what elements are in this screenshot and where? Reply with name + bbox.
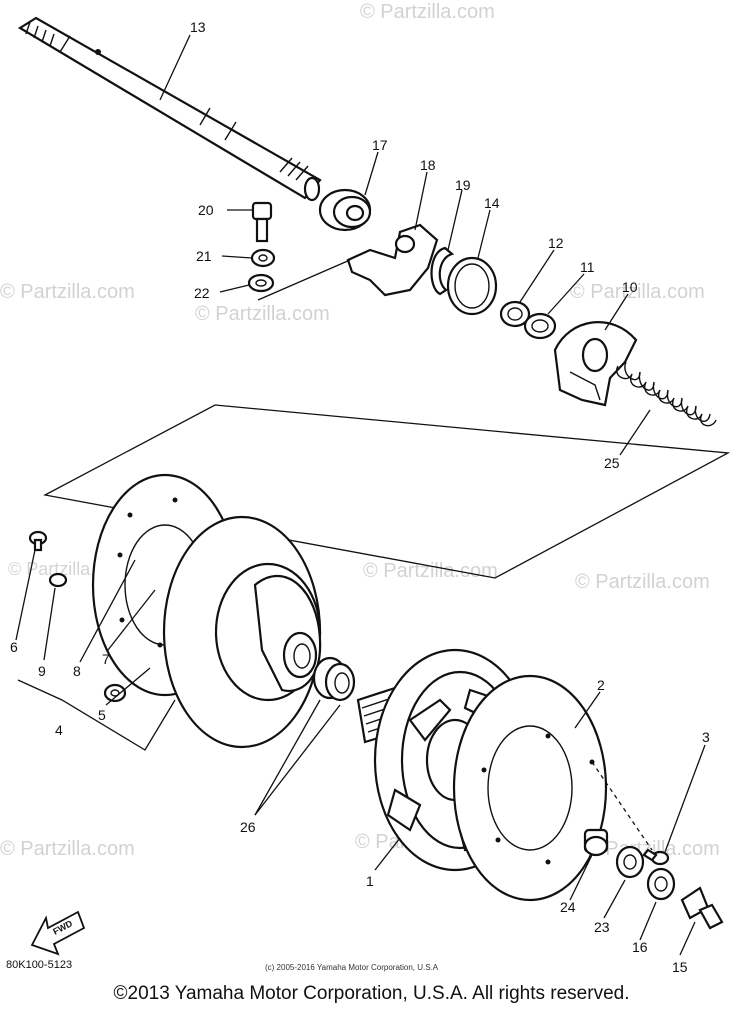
part-7-sheave — [162, 515, 322, 749]
label-17: 17 — [372, 137, 388, 153]
part-2-disc — [452, 674, 608, 902]
label-20: 20 — [198, 202, 214, 218]
part-21-washer — [250, 248, 276, 268]
label-7: 7 — [102, 651, 110, 667]
label-22: 22 — [194, 285, 210, 301]
label-6: 6 — [10, 639, 18, 655]
part-15-bolt — [680, 886, 724, 930]
leader-line — [257, 259, 351, 301]
watermark-text: © Partzilla.com — [575, 571, 710, 593]
watermark-text: © Partzilla.com — [570, 281, 705, 303]
label-2: 2 — [597, 677, 605, 693]
part-24-spacer — [583, 828, 609, 857]
label-21: 21 — [196, 248, 212, 264]
label-12: 12 — [548, 235, 564, 251]
part-26-bushing — [312, 656, 356, 702]
part-10-cam — [553, 321, 638, 407]
part-3-screw — [642, 848, 670, 866]
part-5-nut — [103, 683, 127, 703]
label-15: 15 — [672, 959, 688, 975]
part-6-screw — [28, 530, 48, 552]
label-8: 8 — [73, 663, 81, 679]
label-16: 16 — [632, 939, 648, 955]
label-26: 26 — [240, 819, 256, 835]
label-14: 14 — [484, 195, 500, 211]
label-10: 10 — [622, 279, 638, 295]
part-19-clip — [430, 246, 455, 296]
part-12-washer — [499, 300, 531, 328]
part-20-bolt — [251, 201, 273, 243]
part-22-nut — [247, 273, 275, 293]
label-25: 25 — [604, 455, 620, 471]
small-copyright: (c) 2005-2016 Yamaha Motor Corporation, … — [265, 963, 439, 972]
part-23-washer — [615, 845, 645, 879]
label-1: 1 — [366, 873, 374, 889]
fwd-arrow-icon: FWD — [30, 910, 86, 956]
watermark-text: © Partzilla.com — [195, 303, 330, 325]
part-13-shaft — [17, 16, 322, 202]
part-11-washer — [523, 312, 557, 340]
watermark-text: © Partzilla.com — [0, 838, 135, 860]
watermark-text: © Partzilla.com — [0, 281, 135, 303]
part-14-ring — [446, 256, 498, 316]
diagram-code: 80K100-5123 — [6, 959, 72, 971]
label-19: 19 — [455, 177, 471, 193]
watermark-text: © Partzilla.com — [363, 560, 498, 582]
label-24: 24 — [560, 899, 576, 915]
watermarks: © Partzilla.com © Partzilla.com © Partzi… — [0, 1, 720, 860]
label-5: 5 — [98, 707, 106, 723]
assembly-outline — [43, 404, 731, 579]
label-3: 3 — [702, 729, 710, 745]
part-16-washer — [646, 867, 676, 901]
watermark-text: © Partzilla.com — [360, 1, 495, 23]
part-17-bearing — [318, 188, 372, 232]
part-labels: 13 17 18 19 14 20 21 22 12 11 10 25 6 9 … — [10, 19, 710, 975]
label-23: 23 — [594, 919, 610, 935]
copyright-footer: ©2013 Yamaha Motor Corporation, U.S.A. A… — [113, 983, 630, 1004]
part-25-spring — [616, 361, 717, 427]
label-18: 18 — [420, 157, 436, 173]
label-4: 4 — [55, 722, 63, 738]
part-18-bracket — [346, 223, 439, 297]
label-11: 11 — [580, 259, 595, 275]
part-9-washer — [48, 572, 68, 588]
dashed-leader — [591, 761, 653, 851]
label-13: 13 — [190, 19, 206, 35]
leader-lines — [15, 34, 706, 956]
label-9: 9 — [38, 663, 46, 679]
